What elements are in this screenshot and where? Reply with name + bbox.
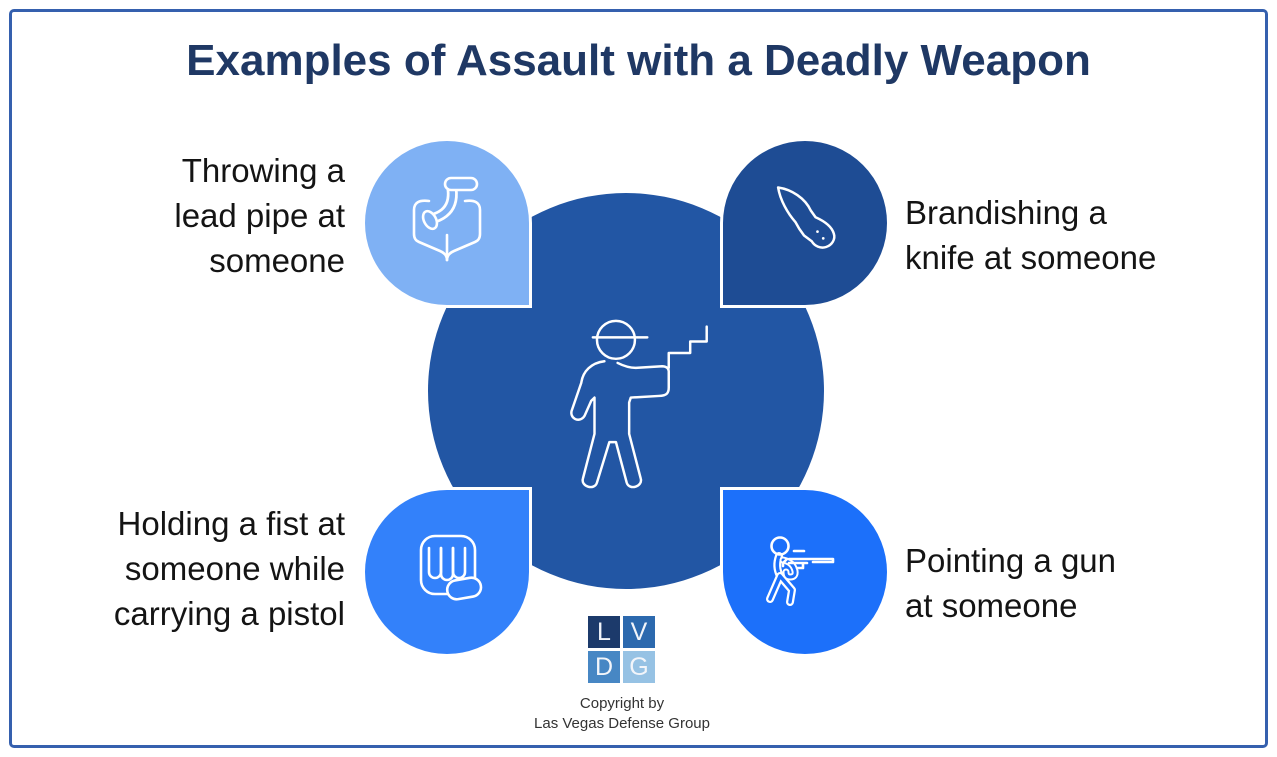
fist-icon (397, 522, 497, 622)
lead-pipe-in-hand-icon (399, 175, 495, 271)
logo-letter-l: L (588, 616, 620, 648)
label-pointing-gun: Pointing a gun at someone (905, 542, 1117, 624)
bubble-knife (720, 138, 890, 308)
page-title: Examples of Assault with a Deadly Weapon (186, 36, 1091, 85)
label-fist: Holding a fist at someone while carrying… (113, 505, 345, 632)
lvdg-logo: L V D G (588, 616, 656, 684)
person-pointing-pistol-icon (545, 310, 710, 500)
knife-icon (757, 175, 853, 271)
logo-letter-v: V (623, 616, 655, 648)
label-lead-pipe: Throwing a lead pipe at someone (174, 152, 345, 279)
logo-letter-d: D (588, 651, 620, 683)
bubble-pointing-gun (720, 487, 890, 657)
bubble-lead-pipe (362, 138, 532, 308)
copyright-caption: Copyright by Las Vegas Defense Group (534, 695, 710, 732)
logo-letter-g: G (623, 651, 655, 683)
person-aiming-rifle-icon (747, 522, 847, 622)
label-knife: Brandishing a knife at someone (905, 194, 1157, 276)
bubble-fist (362, 487, 532, 657)
